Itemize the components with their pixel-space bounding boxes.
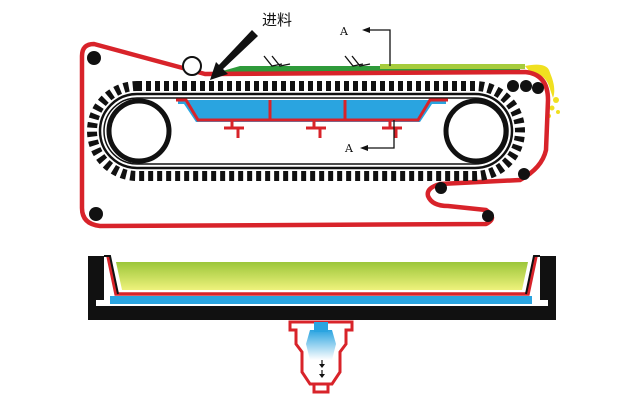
filter-cloth-loop: [79, 41, 551, 229]
left-drum: [106, 98, 172, 164]
section-marker-bottom: [360, 120, 395, 151]
section-marker-top: [362, 27, 391, 66]
feed-label: 进料: [262, 11, 292, 29]
feed-roller: [182, 56, 202, 76]
wash-nozzles: [263, 55, 371, 67]
section-label-top: A: [339, 25, 349, 38]
right-drum: [443, 98, 509, 164]
section-label-bottom: A: [344, 142, 354, 155]
feed-arrow: [210, 30, 258, 80]
cross-section: [88, 255, 556, 320]
vacuum-box: [176, 98, 448, 138]
vacuum-funnel: [288, 320, 354, 394]
guide-rollers: [87, 51, 544, 222]
